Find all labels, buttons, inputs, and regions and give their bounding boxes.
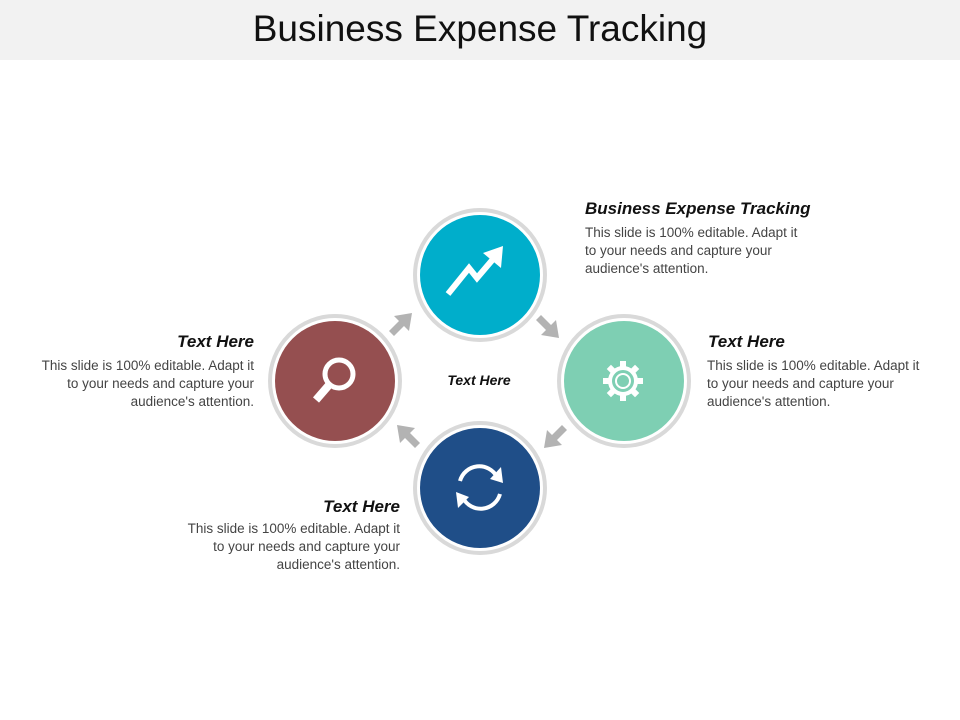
gear-icon bbox=[603, 361, 643, 401]
arrow-left-to-top bbox=[389, 313, 412, 336]
center-label: Text Here bbox=[447, 372, 511, 388]
refresh-icon bbox=[456, 464, 503, 511]
title-bar bbox=[0, 0, 960, 60]
arrow-top-to-right bbox=[536, 315, 559, 338]
node-left-heading: Text Here bbox=[177, 332, 254, 351]
node-bottom-body: This slide is 100% editable. Adapt it to… bbox=[187, 521, 400, 572]
node-bottom-heading: Text Here bbox=[323, 497, 400, 516]
node-left-fill bbox=[275, 321, 395, 441]
arrow-right-to-bottom bbox=[544, 425, 567, 448]
node-right-body: This slide is 100% editable. Adapt it to… bbox=[707, 358, 920, 409]
node-bottom-fill bbox=[420, 428, 540, 548]
node-bottom-circle bbox=[413, 421, 547, 555]
node-right-circle bbox=[557, 314, 691, 448]
node-right-heading: Text Here bbox=[708, 332, 785, 351]
trend-up-arrow-icon bbox=[445, 246, 503, 296]
node-top-heading: Business Expense Tracking bbox=[585, 199, 811, 218]
page-title: Business Expense Tracking bbox=[252, 8, 708, 49]
node-top-body: This slide is 100% editable. Adapt it to… bbox=[585, 225, 798, 276]
node-left-circle bbox=[268, 314, 402, 448]
node-top-circle bbox=[413, 208, 547, 342]
arrow-bottom-to-left bbox=[397, 425, 420, 448]
magnifier-icon bbox=[312, 357, 356, 403]
node-right-fill bbox=[564, 321, 684, 441]
node-left-body: This slide is 100% editable. Adapt it to… bbox=[41, 358, 254, 409]
